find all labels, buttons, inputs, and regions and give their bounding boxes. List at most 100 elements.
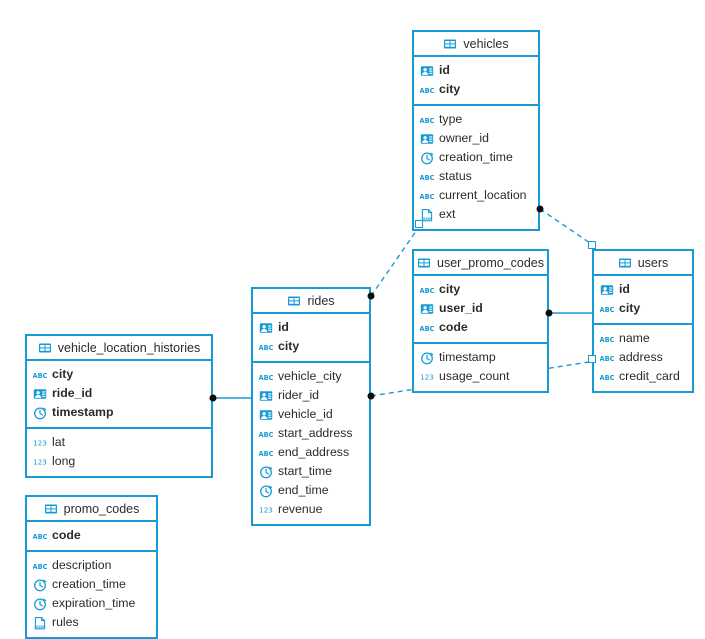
field-label: vehicle_id [278,407,333,422]
field-row[interactable]: ride_id [27,384,211,403]
table-grid-icon [618,256,632,270]
field-row[interactable]: vehicle_id [253,405,369,424]
field-row[interactable]: timestamp [414,348,547,367]
field-row[interactable]: end_time [253,481,369,500]
svg-text:ABC: ABC [33,371,47,379]
clock-icon [420,151,434,165]
field-row[interactable]: ABC vehicle_city [253,367,369,386]
field-label: revenue [278,502,323,517]
field-label: name [619,331,650,346]
123-number-icon: 123 [259,503,273,517]
field-row[interactable]: user_id [414,299,547,318]
svg-text:ABC: ABC [420,173,434,181]
field-label: status [439,169,472,184]
field-label: owner_id [439,131,489,146]
table-title[interactable]: rides [253,289,369,314]
field-label: city [439,82,461,97]
field-label: lat [52,435,65,450]
table-title[interactable]: promo_codes [27,497,156,522]
abc-text-icon: ABC [259,370,273,384]
clock-icon [33,406,47,420]
svg-text:ABC: ABC [600,373,614,381]
field-row[interactable]: rider_id [253,386,369,405]
json-file-icon: JSON [420,208,434,222]
svg-text:123: 123 [33,438,47,447]
field-row[interactable]: owner_id [414,129,538,148]
table-title[interactable]: vehicles [414,32,538,57]
relationship-square-vehicles-to-users [588,241,596,249]
field-label: creation_time [439,150,513,165]
field-label: user_id [439,301,483,316]
table-name: rides [307,293,335,308]
field-label: ext [439,207,456,222]
table-name: users [637,255,669,270]
field-row[interactable]: ABC city [27,365,211,384]
table-title[interactable]: users [594,251,692,276]
relationship-dot-upc-to-users [545,309,553,317]
clock-icon [33,578,47,592]
abc-text-icon: ABC [420,83,434,97]
field-label: current_location [439,188,527,203]
field-row[interactable]: 123 revenue [253,500,369,519]
field-row[interactable]: 123 lat [27,433,211,452]
field-row[interactable]: ABC city [414,80,538,99]
field-label: timestamp [52,405,114,420]
table-title[interactable]: user_promo_codes [414,251,547,276]
field-row[interactable]: JSON ext [414,205,538,224]
field-label: city [52,367,74,382]
svg-text:ABC: ABC [600,305,614,313]
field-row[interactable]: start_time [253,462,369,481]
field-label: vehicle_city [278,369,342,384]
svg-text:ABC: ABC [259,430,273,438]
table-grid-icon [443,37,457,51]
field-row[interactable]: creation_time [27,575,156,594]
table-grid-icon [44,502,58,516]
relationship-dot-rides-to-users [367,392,375,400]
field-row[interactable]: timestamp [27,403,211,422]
svg-text:ABC: ABC [259,343,273,351]
svg-text:123: 123 [259,505,273,514]
abc-text-icon: ABC [259,340,273,354]
field-row[interactable]: ABC status [414,167,538,186]
id-card-icon [259,321,273,335]
clock-icon [33,597,47,611]
field-row[interactable]: creation_time [414,148,538,167]
field-row[interactable]: id [594,280,692,299]
clock-icon [420,351,434,365]
field-row[interactable]: id [253,318,369,337]
relationship-square-rides-to-users [588,355,596,363]
field-row[interactable]: expiration_time [27,594,156,613]
svg-text:ABC: ABC [259,449,273,457]
field-row[interactable]: id [414,61,538,80]
field-label: end_time [278,483,329,498]
table-title[interactable]: vehicle_location_histories [27,336,211,361]
svg-text:ABC: ABC [259,373,273,381]
field-label: city [439,282,461,297]
